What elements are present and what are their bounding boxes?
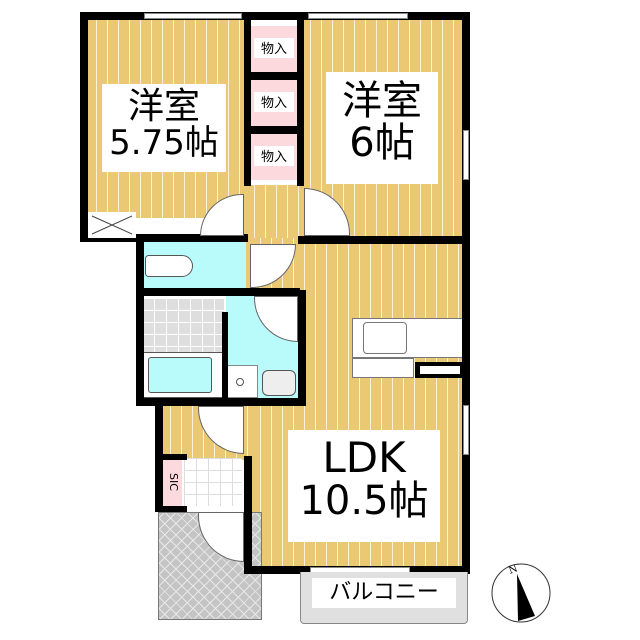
- closet-label-1: 物入: [254, 38, 294, 58]
- room-name: LDK: [322, 433, 406, 482]
- room-size: 5.75帖: [109, 122, 219, 163]
- wall-closet-div-2: [244, 126, 304, 134]
- room-name: 洋室: [127, 86, 200, 127]
- wall-ldk-top: [298, 236, 468, 244]
- bathroom-floor: [142, 298, 224, 354]
- wall-closet-left: [244, 18, 251, 186]
- wall-wet-right: [298, 290, 306, 402]
- balcony-label: バルコニー: [312, 578, 456, 608]
- wall-toilet-bottom: [136, 288, 300, 296]
- window-ldk-side: [463, 405, 469, 455]
- bathtub-icon: [148, 357, 212, 393]
- wall-entry-sic-bottom: [155, 506, 187, 512]
- closet-label-3: 物入: [254, 146, 294, 166]
- wall-entry-sic-top: [155, 454, 187, 460]
- cross-icon: [91, 215, 133, 235]
- north-arrow-icon: [491, 563, 551, 623]
- wall-closet-div-1: [244, 72, 304, 80]
- wall-left-outer: [80, 12, 88, 240]
- wall-wet-left: [136, 236, 144, 406]
- wall-top: [80, 12, 470, 20]
- shoe-closet-label: SIC: [167, 473, 180, 491]
- wall-closet-right: [297, 18, 304, 186]
- shoe-closet: [162, 460, 182, 506]
- refrigerator-inner: [420, 366, 460, 374]
- room-size: 10.5帖: [299, 478, 429, 525]
- closet-label-2: 物入: [254, 92, 294, 112]
- window-right-room: [308, 13, 408, 19]
- kitchen-cabinet: [352, 358, 414, 378]
- wall-left-room-bottom: [80, 234, 248, 242]
- wall-bath-divider: [222, 312, 228, 400]
- ldk-label: LDK 10.5帖: [288, 430, 440, 542]
- room-size: 6帖: [349, 120, 415, 166]
- washer-drain-icon: [236, 378, 244, 386]
- wall-ldk-left: [244, 456, 252, 572]
- wash-basin-icon: [262, 370, 296, 396]
- western-room-left-label: 洋室 5.75帖: [102, 84, 226, 172]
- toilet-icon: [145, 255, 193, 277]
- wall-wet-bottom: [136, 398, 306, 406]
- window-right-side: [463, 130, 469, 180]
- window-left-room: [144, 13, 242, 19]
- compass: [490, 562, 552, 624]
- wall-right-outer: [462, 12, 470, 572]
- kitchen-sink-icon: [363, 322, 407, 354]
- room-name: 洋室: [342, 78, 422, 124]
- storage-x-box: [88, 212, 136, 238]
- western-room-right-label: 洋室 6帖: [326, 72, 438, 184]
- entrance-step: [184, 458, 242, 506]
